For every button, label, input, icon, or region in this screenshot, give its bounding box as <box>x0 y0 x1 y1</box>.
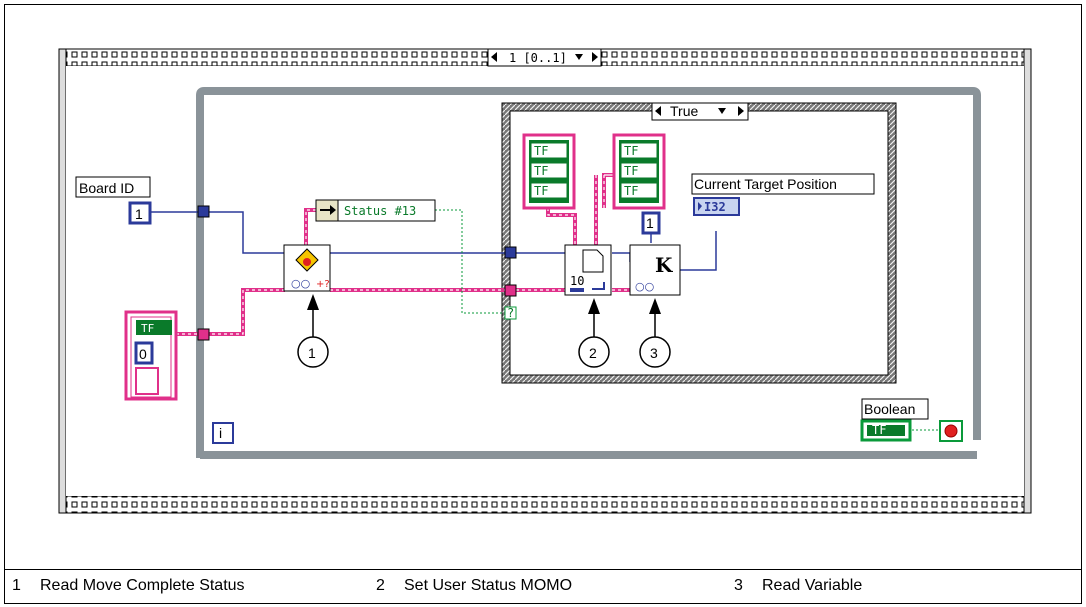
sequence-selector[interactable]: 1 [0..1] <box>487 48 602 67</box>
bool-5-label: TF <box>624 164 638 178</box>
bool-6-label: TF <box>624 184 638 198</box>
k-label: K <box>655 253 673 277</box>
sequence-selector-label: 1 [0..1] <box>509 51 567 65</box>
callout-1-label: 1 <box>308 345 316 361</box>
legend-text: Read Move Complete Status <box>40 577 245 594</box>
board-id-value: 1 <box>135 206 143 222</box>
legend-item-2: 2 Set User Status MOMO <box>376 577 572 595</box>
boolean-array-2[interactable]: TF TF TF <box>612 133 666 210</box>
constant-one[interactable]: 1 <box>641 211 661 235</box>
bool-4-label: TF <box>624 144 638 158</box>
pink-wires <box>176 173 630 336</box>
bool-3-label: TF <box>534 184 548 198</box>
legend-bar <box>4 569 1082 604</box>
boolean-label: Boolean <box>864 401 915 417</box>
boolean-control[interactable]: Boolean TF <box>860 398 963 442</box>
stop-icon <box>944 424 958 438</box>
read-move-complete-status-node[interactable]: ○○ +? <box>283 244 331 292</box>
board-id-label: Board ID <box>79 180 134 196</box>
case-selector-label: True <box>670 103 698 119</box>
read-variable-node[interactable]: K ○○ <box>629 244 681 296</box>
callout-3-label: 3 <box>650 345 658 361</box>
set-user-status-momo-node[interactable]: 10 <box>564 244 612 296</box>
iteration-terminal: i <box>212 422 234 444</box>
current-target-label: Current Target Position <box>694 176 837 192</box>
legend-number: 2 <box>376 577 385 594</box>
legend-number: 3 <box>734 577 743 594</box>
svg-text:10: 10 <box>570 274 584 288</box>
case-dropdown-icon[interactable] <box>718 108 726 114</box>
error-cluster-constant[interactable]: TF 0 <box>124 310 178 401</box>
i32-label: I32 <box>704 200 726 214</box>
loop-tunnels: ? <box>197 205 517 341</box>
status-13-variable[interactable]: Status #13 <box>315 199 436 222</box>
case-decrement-icon[interactable] <box>655 106 661 116</box>
while-loop <box>196 87 981 459</box>
legend-text: Set User Status MOMO <box>404 577 573 594</box>
svg-text:○○: ○○ <box>635 280 654 293</box>
iteration-label: i <box>219 425 222 441</box>
constant-one-value: 1 <box>646 215 654 231</box>
callout-2: 2 <box>578 298 610 368</box>
svg-text:○○: ○○ <box>291 277 310 290</box>
board-id-control[interactable]: Board ID 1 <box>75 176 152 225</box>
decrement-arrow-icon[interactable] <box>491 52 497 62</box>
increment-arrow-icon[interactable] <box>592 52 598 62</box>
callout-1: 1 <box>297 294 329 368</box>
status-13-label: Status #13 <box>344 204 416 218</box>
callout-3: 3 <box>639 298 671 368</box>
green-wires <box>435 209 940 431</box>
selector-tunnel-label: ? <box>507 306 514 320</box>
case-selector[interactable]: True <box>651 102 749 121</box>
legend-number: 1 <box>12 577 21 594</box>
bool-1-label: TF <box>534 144 548 158</box>
svg-text:+?: +? <box>316 279 330 290</box>
boolean-tf-label: TF <box>872 423 886 437</box>
status-tf-label: TF <box>141 322 154 335</box>
legend-item-1: 1 Read Move Complete Status <box>12 577 245 595</box>
bool-2-label: TF <box>534 164 548 178</box>
callout-2-label: 2 <box>589 345 597 361</box>
code-value: 0 <box>139 346 147 362</box>
legend-item-3: 3 Read Variable <box>734 577 862 595</box>
case-increment-icon[interactable] <box>738 106 744 116</box>
current-target-position-indicator: Current Target Position I32 <box>691 173 875 216</box>
legend-text: Read Variable <box>762 577 863 594</box>
dropdown-arrow-icon[interactable] <box>575 54 583 60</box>
boolean-array-1[interactable]: TF TF TF <box>522 133 576 210</box>
